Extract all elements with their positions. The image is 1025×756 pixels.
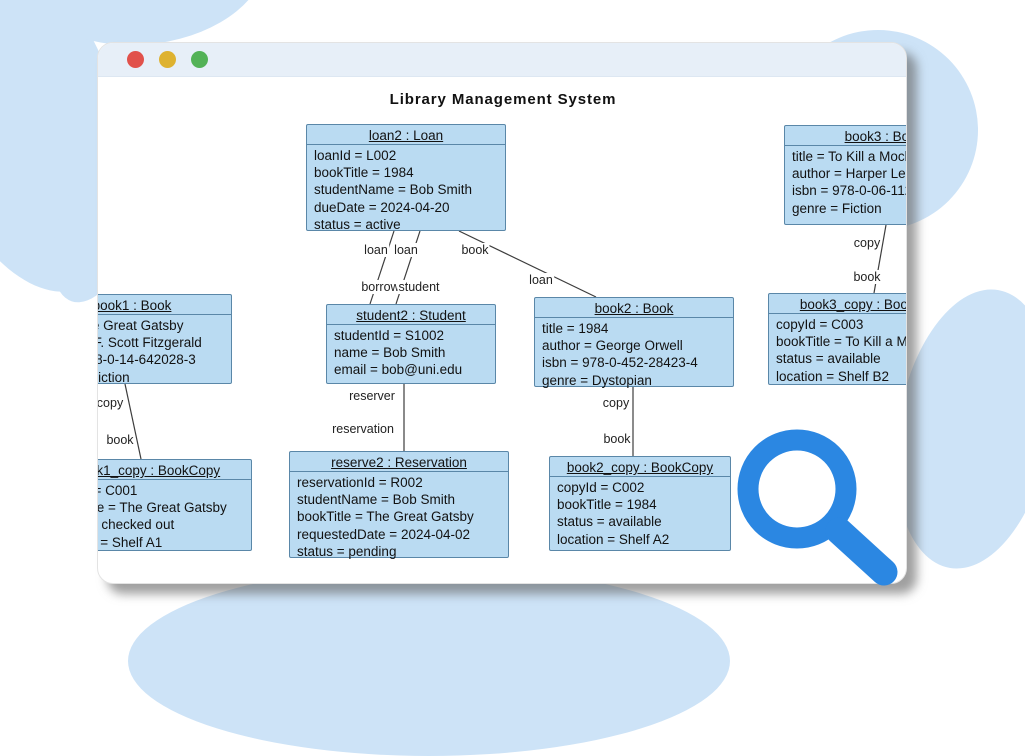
node-attribute: title = The Great Gatsby [98,318,184,333]
node-attribute: location = Shelf A2 [557,531,670,547]
node-attribute: email = bob@uni.edu [334,362,463,378]
edge-label: reserver [348,389,396,403]
node-title: book3 : Book [785,126,906,146]
node-attribute: author = F. Scott Fitzgerald [98,335,202,351]
node-attribute: genre = Fiction [98,369,130,385]
node-attribute: status = available [557,514,662,530]
node-title: student2 : Student [327,305,495,325]
edge-label: book [852,270,882,284]
node-attribute: author = George Orwell [542,338,683,354]
relationship-edge [124,383,142,460]
node-attribute: requestedDate = 2024-04-02 [297,526,471,542]
node-attribute: isbn = 978-0-452-28423-4 [542,355,698,371]
object-node-book3_copy: book3_copy : BookCopy copyId = C003 bookTi… [768,293,907,387]
edge-label: book [602,432,632,446]
node-attribute: status = pending [297,543,397,559]
node-attribute: loanId = L002 [314,148,397,163]
node-attribute: genre = Dystopian [542,372,652,388]
edge-label: loan [393,243,419,257]
window-titlebar [98,43,906,77]
node-attribute: studentName = Bob Smith [314,182,472,198]
traffic-light-zoom-button[interactable] [191,51,208,68]
node-attribute: bookTitle = 1984 [557,497,657,513]
node-attribute: reservationId = R002 [297,475,423,490]
node-title: book1 : Book [98,295,231,315]
object-node-book2_copy: book2_copy : BookCopy copyId = C002 bookTi… [549,456,731,551]
object-node-book2: book2 : Book title = 1984 author = George … [534,297,734,388]
object-node-loan2: loan2 : Loan loanId = L002 bookTitle = 198… [306,124,506,232]
node-attribute: bookTitle = 1984 [314,165,414,181]
node-attributes: reservationId = R002 studentName = Bob Sm… [290,472,508,562]
background-blob-bottom [128,566,730,756]
edge-label: loan [363,243,389,257]
node-attribute: genre = Fiction [792,200,882,216]
traffic-light-minimize-button[interactable] [159,51,176,68]
node-attribute: title = 1984 [542,321,609,336]
node-attribute: copyId = C003 [776,317,864,332]
node-attribute: isbn = 978-0-14-642028-3 [98,352,196,368]
node-attribute: name = Bob Smith [334,345,446,361]
object-node-book1: book1 : Book title = The Great Gatsby auth… [98,294,232,385]
node-attribute: bookTitle = The Great Gatsby [97,500,227,516]
node-attribute: author = Harper Lee [792,166,907,182]
node-attributes: copyId = C001 bookTitle = The Great Gatsb… [97,480,251,553]
node-attribute: copyId = C001 [98,483,138,498]
node-title: book2 : Book [535,298,733,318]
node-attribute: bookTitle = To Kill a Mockingbird [776,334,907,350]
node-attribute: status = available [776,351,881,367]
object-node-book1_copy: book1_copy : BookCopy copyId = C001 bookTi… [97,459,252,553]
node-attribute: bookTitle = The Great Gatsby [297,509,474,525]
node-title: book2_copy : BookCopy [550,457,730,477]
node-attribute: title = To Kill a Mockingbird [792,149,906,164]
node-attribute: studentName = Bob Smith [297,492,455,508]
node-title: book1_copy : BookCopy [98,460,251,480]
node-title: book3_copy : BookCopy [769,294,906,314]
node-attribute: status = active [314,216,401,232]
magnifier-handle [825,517,898,586]
node-attribute: location = Shelf A1 [98,534,163,550]
edge-label: copy [852,236,882,250]
edge-label: reservation [331,422,395,436]
node-attributes: title = The Great Gatsby author = F. Scot… [98,315,231,388]
node-attributes: copyId = C003 bookTitle = To Kill a Mocki… [769,314,907,387]
traffic-light-close-button[interactable] [127,51,144,68]
node-attribute: location = Shelf B2 [776,368,889,384]
edge-label: copy [601,396,631,410]
magnifier-lens [737,429,857,549]
node-attribute: dueDate = 2024-04-20 [314,199,450,215]
node-attribute: copyId = C002 [557,480,645,495]
object-node-student2: student2 : Student studentId = S1002 name … [326,304,496,384]
edge-label: student [397,280,441,294]
edge-label: loan [528,273,554,287]
node-title: reserve2 : Reservation [290,452,508,472]
node-attribute: isbn = 978-0-06-112008-4 [792,183,906,199]
node-attributes: title = To Kill a Mockingbird author = Ha… [785,146,907,219]
node-title: loan2 : Loan [307,125,505,145]
node-attribute: studentId = S1002 [334,328,444,343]
magnifying-glass-illustration [737,429,898,586]
edge-label: book [460,243,490,257]
diagram-title: Library Management System [389,91,617,108]
relationship-edge [458,230,597,298]
node-attribute: status = checked out [98,517,175,533]
edge-label: copy [97,396,125,410]
edge-label: book [105,433,135,447]
